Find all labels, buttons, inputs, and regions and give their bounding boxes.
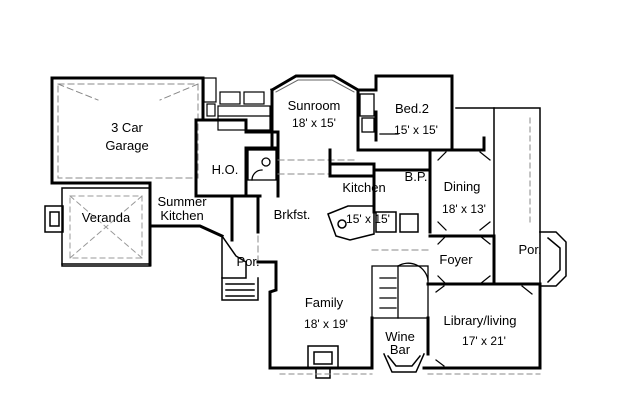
family-label: Family [305, 295, 344, 310]
dining-walls [428, 136, 486, 234]
kitchen-island [327, 205, 419, 241]
main-stair [371, 262, 429, 319]
wine-bar-label: Wine [385, 329, 415, 344]
ho-closet [247, 149, 277, 181]
dining-dims: 18' x 13' [442, 202, 486, 216]
garage-stair [203, 77, 217, 117]
garage-label: 3 Car [111, 120, 143, 135]
library-dims: 17' x 21' [462, 334, 506, 348]
sunroom-label: Sunroom [288, 98, 341, 113]
laundry-fixtures [217, 91, 271, 131]
dining-corners [437, 151, 491, 231]
bp-label: B.P. [405, 169, 428, 184]
foyer-label: Foyer [439, 252, 473, 267]
sunroom-walls [269, 74, 360, 152]
wine-bar-walls [370, 316, 430, 370]
library-walls [422, 282, 542, 370]
library-label: Library/living [444, 313, 517, 328]
bed2-dims: 15' x 15' [394, 123, 438, 137]
east-porch [455, 107, 567, 297]
wine-bar-label-2: Bar [390, 342, 411, 357]
veranda-roof [69, 195, 143, 259]
kitchen-dims: 15' x 15' [346, 212, 390, 226]
brkfst-label: Brkfst. [274, 207, 311, 222]
garage-roof-lines [57, 83, 199, 179]
veranda-fireplace [44, 205, 64, 233]
summer-kitchen-label-2: Kitchen [160, 208, 203, 223]
ho-label: H.O. [212, 162, 239, 177]
porch-west-label: Por. [236, 254, 259, 269]
kitchen-walls [328, 148, 432, 214]
sunroom-bay [275, 79, 355, 93]
wine-bar-bay [383, 353, 425, 373]
garage-label-2: Garage [105, 138, 148, 153]
west-porch [199, 225, 259, 301]
family-fireplace [307, 345, 339, 379]
summer-kitchen-label: Summer [157, 194, 207, 209]
bed2-bath [359, 93, 399, 135]
sunroom-dims: 18' x 15' [292, 116, 336, 130]
family-walls [256, 194, 374, 370]
veranda-label: Veranda [82, 210, 131, 225]
ho-walls [194, 118, 280, 198]
family-dims: 18' x 19' [304, 317, 348, 331]
kitchen-label: Kitchen [342, 180, 385, 195]
porch-east-label: Por. [518, 242, 541, 257]
room-labels: 3 Car Garage Veranda Summer Kitchen H.O.… [82, 98, 542, 357]
dining-label: Dining [444, 179, 481, 194]
library-corners [435, 285, 533, 367]
bed2-label: Bed.2 [395, 101, 429, 116]
